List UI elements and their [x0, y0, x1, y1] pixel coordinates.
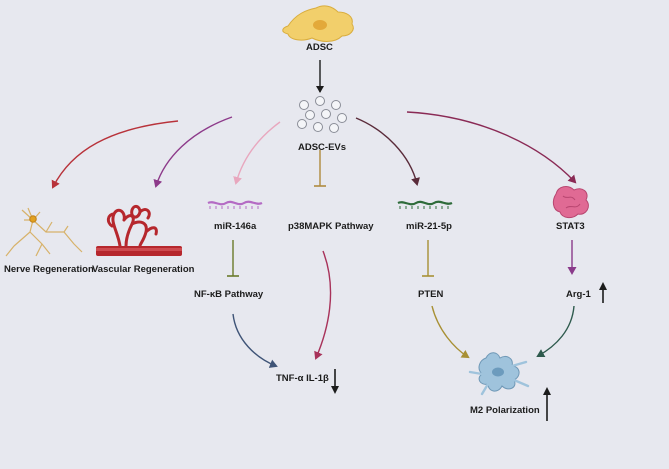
- p38mapk-pathway-label: p38MAPK Pathway: [288, 221, 374, 232]
- stat3-protein-icon: [552, 186, 589, 219]
- evs-inhibits-p38-line: [314, 150, 326, 187]
- m2-polarization-label: M2 Polarization: [470, 405, 540, 416]
- arg1-to-m2-arrow: [536, 305, 575, 358]
- tnf-down-arrow-icon: [331, 369, 339, 394]
- evs-to-nerve-arrow: [51, 120, 179, 189]
- evs-to-stat3-arrow: [406, 111, 577, 184]
- mir21-inhibits-pten-line: [422, 240, 434, 277]
- m2-up-arrow-icon: [543, 387, 551, 421]
- evs-to-vascular-arrow: [153, 116, 233, 188]
- mirna-strand-icon: [207, 200, 263, 209]
- adsc-cell-icon: [282, 5, 354, 42]
- extracellular-vesicles-icon: [297, 96, 347, 133]
- blood-vessel-icon: [96, 204, 182, 256]
- nerve-regeneration-label: Nerve Regeneration: [4, 264, 94, 275]
- evs-to-mir146a-arrow: [233, 121, 281, 185]
- stat3-label: STAT3: [556, 221, 585, 232]
- adsc-label: ADSC: [306, 42, 333, 53]
- arg1-up-arrow-icon: [599, 282, 607, 303]
- arg1-label: Arg-1: [566, 289, 591, 300]
- nerve-cell-icon: [5, 207, 83, 257]
- macrophage-icon: [468, 352, 530, 396]
- mir146a-label: miR-146a: [214, 221, 257, 232]
- vascular-regeneration-label: Vascular Regeneration: [92, 264, 195, 275]
- nfkb-pathway-label: NF-κB Pathway: [194, 289, 264, 300]
- pten-label: PTEN: [418, 289, 444, 300]
- tnf-il1b-label: TNF-α IL-1β: [276, 373, 329, 384]
- nfkb-to-tnf-arrow: [232, 313, 278, 368]
- evs-to-mir21-arrow: [355, 117, 420, 186]
- mir21-strand-icon: [397, 200, 453, 209]
- p38-to-tnf-arrow: [314, 250, 332, 360]
- adsc-evs-label: ADSC-EVs: [298, 142, 347, 153]
- mir21-label: miR-21-5p: [406, 221, 452, 232]
- mir146a-inhibits-nfkb-line: [227, 240, 239, 277]
- pten-to-m2-arrow: [431, 305, 470, 359]
